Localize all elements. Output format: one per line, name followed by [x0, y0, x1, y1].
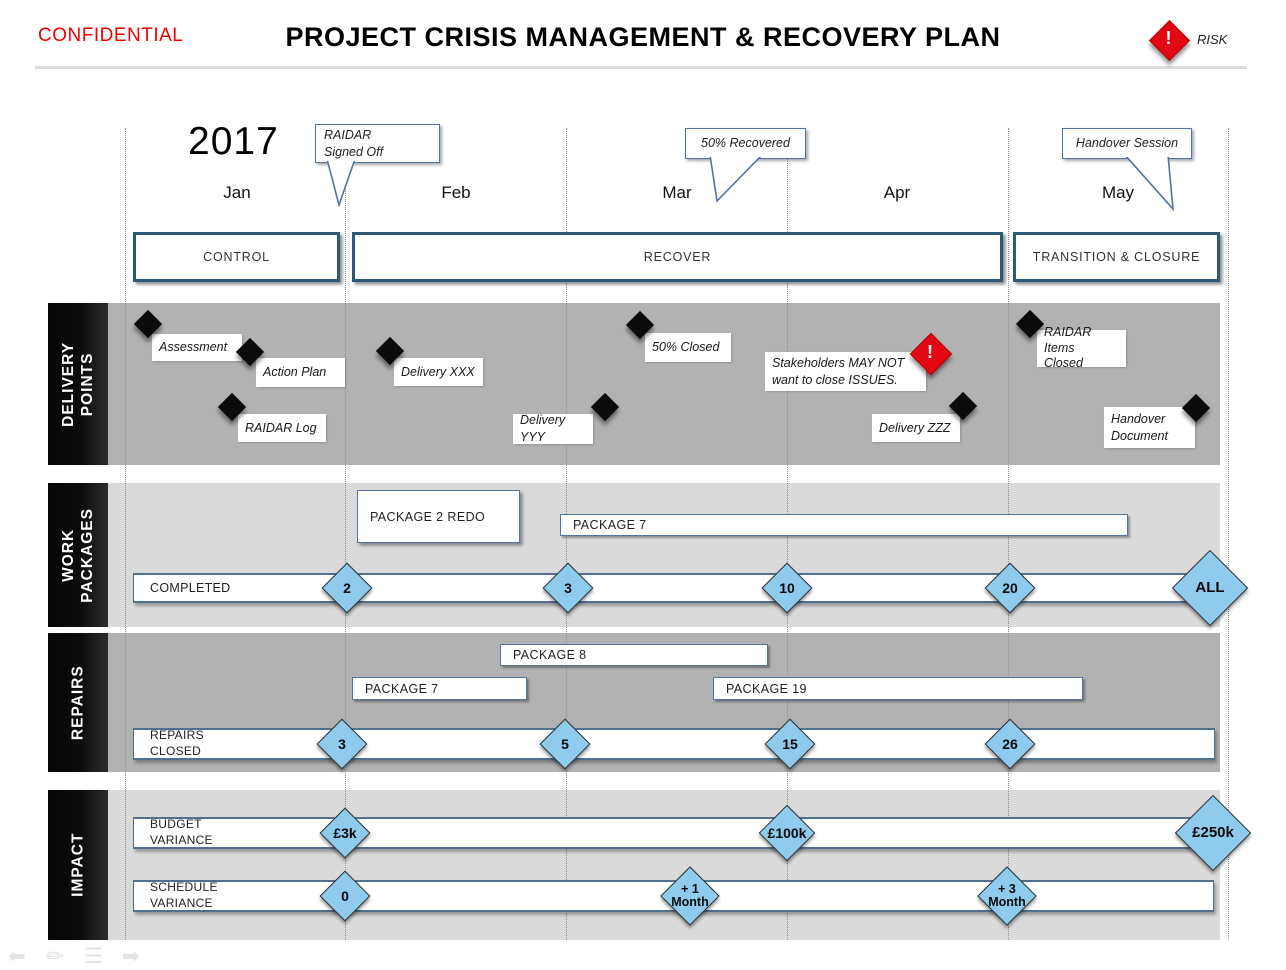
month-mar: Mar [662, 183, 692, 202]
budget-diamond-3k: £3k [319, 807, 371, 859]
phase-recover: RECOVER [352, 232, 1003, 282]
row-label-text: POINTS [79, 352, 97, 416]
repairs-diamond-3: 3 [316, 718, 368, 770]
completed-diamond-2: 2 [321, 562, 373, 614]
gridline-feb [345, 128, 346, 940]
month-feb: Feb [441, 183, 471, 202]
row-label-text: DELIVERY [59, 341, 77, 427]
milestone-label-assessment: Assessment [152, 334, 242, 361]
phase-control: CONTROL [133, 232, 340, 282]
callout-text: RAIDAR [324, 128, 372, 143]
milestone-label-handover-document: Handover Document [1104, 407, 1195, 448]
back-arrow-icon[interactable]: ⬅ [8, 945, 26, 968]
package-bar-package-7: PACKAGE 7 [560, 514, 1128, 536]
callout-text: 50% Recovered [701, 136, 790, 151]
callout-50-recovered-tail [709, 157, 762, 203]
milestone-label-delivery-yyy: Delivery YYY [513, 413, 593, 444]
budget-diamond-100k: £100k [758, 804, 816, 862]
callout-handover-session: Handover Session [1062, 128, 1192, 159]
package-box-package-2-redo: PACKAGE 2 REDO [357, 490, 520, 543]
row-label-text: REPAIRS [69, 665, 87, 740]
phase-transition-closure: TRANSITION & CLOSURE [1013, 232, 1220, 282]
risk-exclamation: ! [927, 342, 933, 362]
forward-arrow-icon[interactable]: ➡ [122, 945, 140, 968]
menu-icon[interactable]: ☰ [84, 945, 103, 968]
repairs-diamond-5: 5 [539, 718, 591, 770]
callout-raidar-tail [326, 161, 356, 207]
schedule-diamond-0: 0 [319, 870, 371, 922]
phase-label: TRANSITION & CLOSURE [1032, 250, 1201, 264]
repairs-diamond-26: 26 [984, 718, 1036, 770]
repairs-closed-bar: REPAIRS CLOSED [133, 728, 1215, 760]
phase-label: RECOVER [643, 250, 712, 264]
gridline-end [1228, 128, 1229, 940]
callout-50-recovered: 50% Recovered [685, 128, 806, 159]
month-may: May [1101, 183, 1135, 202]
phase-label: CONTROL [203, 250, 270, 264]
callout-text: Signed Off [324, 144, 384, 159]
milestone-label-action-plan: Action Plan [256, 358, 345, 387]
milestone-label-delivery-xxx: Delivery XXX [394, 358, 483, 386]
row-label-repairs: REPAIRS [48, 633, 108, 772]
package-bar-package-7-repairs: PACKAGE 7 [352, 677, 527, 700]
callout-handover-tail [1125, 157, 1175, 212]
work-packages-band [108, 483, 1220, 627]
impact-band [108, 790, 1220, 940]
risk-diamond-stakeholders: ! [909, 332, 953, 376]
row-label-text: PACKAGES [79, 507, 97, 603]
callout-text: Handover Session [1075, 136, 1179, 151]
timeline-year: 2017 [188, 120, 279, 163]
month-jan: Jan [223, 183, 251, 202]
package-bar-package-19: PACKAGE 19 [713, 677, 1083, 700]
milestone-label-delivery-zzz: Delivery ZZZ [872, 414, 960, 442]
milestone-note-stakeholders: Stakeholders MAY NOT want to close ISSUE… [765, 352, 926, 391]
completed-diamond-all: ALL [1171, 549, 1249, 627]
row-label-impact: IMPACT [48, 790, 108, 940]
risk-icon: ! [1148, 19, 1191, 62]
title-divider [35, 66, 1247, 69]
pencil-icon[interactable]: ✏ [46, 945, 64, 968]
budget-diamond-250k: £250k [1174, 794, 1252, 872]
row-label-text: IMPACT [69, 832, 87, 898]
completed-diamond-3: 3 [542, 562, 594, 614]
completed-bar: COMPLETED [133, 573, 1220, 603]
confidential-label: CONFIDENTIAL [38, 25, 184, 46]
budget-variance-bar: BUDGET VARIANCE [133, 817, 1220, 849]
milestone-label-raidar-log: RAIDAR Log [238, 414, 326, 442]
risk-legend-label: RISK [1197, 32, 1228, 47]
package-bar-package-8: PACKAGE 8 [500, 644, 768, 666]
month-apr: Apr [883, 183, 911, 202]
page-title: PROJECT CRISIS MANAGEMENT & RECOVERY PLA… [285, 22, 1001, 52]
milestone-label-50-closed: 50% Closed [645, 333, 731, 362]
completed-diamond-20: 20 [984, 562, 1036, 614]
repairs-diamond-15: 15 [764, 718, 816, 770]
completed-diamond-10: 10 [761, 562, 813, 614]
gridline-jan [125, 128, 126, 940]
risk-exclamation: ! [1165, 28, 1172, 48]
row-label-text: WORK [59, 528, 77, 582]
callout-raidar-signed-off: RAIDAR Signed Off [315, 124, 440, 163]
milestone-label-raidar-items-closed: RAIDAR Items Closed [1037, 325, 1126, 370]
